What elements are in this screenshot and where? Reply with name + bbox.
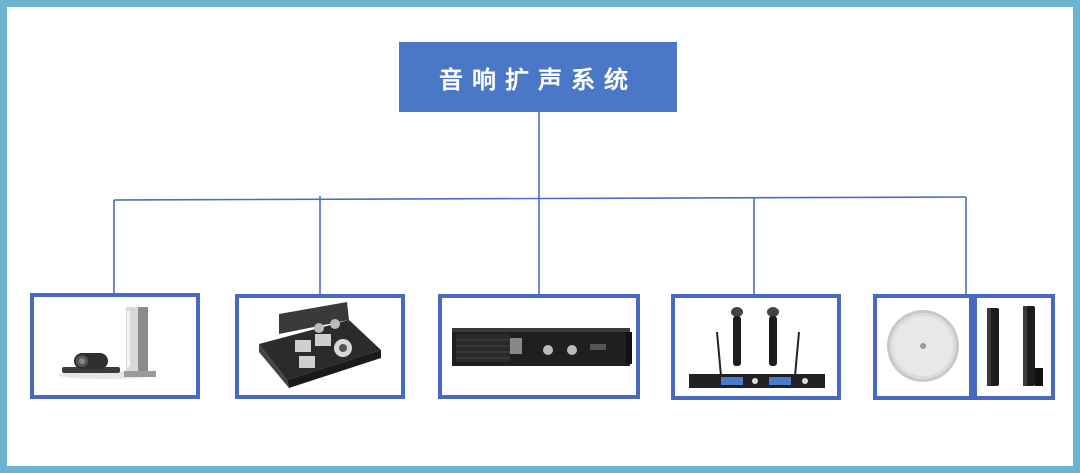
power-amplifier-icon: [452, 328, 632, 366]
device-node-4: [671, 294, 841, 400]
device-node-1: [30, 293, 200, 399]
device-node-5: [873, 294, 973, 400]
column-speaker-icon: [987, 306, 1043, 386]
device-node-3: [438, 294, 640, 399]
device-node-2: [235, 294, 405, 399]
root-node-label: 音响扩声系统: [439, 65, 637, 94]
ceiling-speaker-icon: [887, 310, 959, 382]
root-node: 音响扩声系统: [399, 42, 677, 112]
wireless-microphone-icon: [689, 307, 825, 388]
connector-horizontal-bus: [113, 196, 967, 201]
device-node-6: [973, 294, 1055, 400]
conference-camera-icon: [58, 307, 156, 379]
floor-socket-icon: [259, 302, 381, 388]
